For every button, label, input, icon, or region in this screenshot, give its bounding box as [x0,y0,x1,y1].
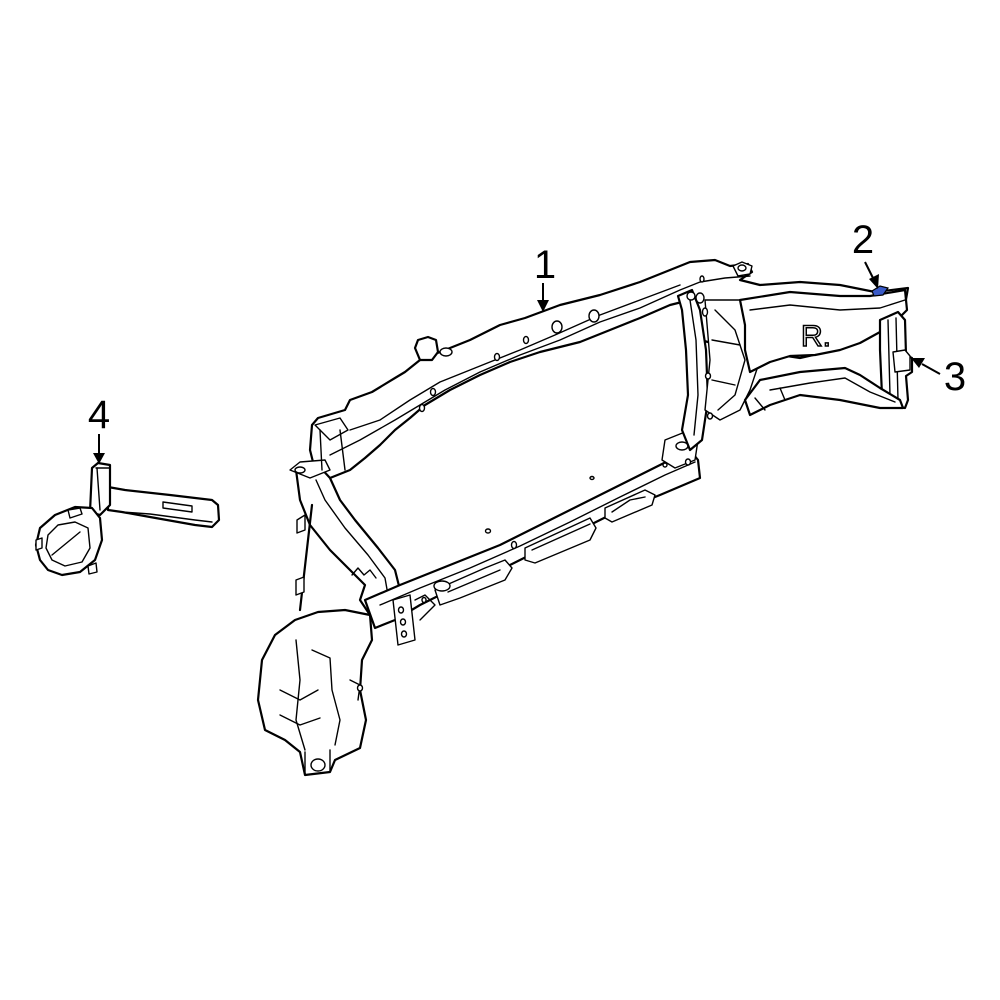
callout-2-arrowhead [869,274,879,289]
callout-1: 1 [534,243,556,312]
callout-3-arrow-line [921,363,941,375]
callout-1-arrowhead [537,300,549,312]
callout-4: 4 [88,393,110,464]
part-4-sensor-bracket[interactable] [34,461,221,577]
callout-3: 3 [911,355,966,399]
callout-number-4: 4 [88,393,110,437]
callout-2-arrow-line [864,261,875,281]
callout-4-arrowhead [93,453,105,464]
part-2-clip[interactable] [871,285,890,297]
callout-2: 2 [852,218,879,289]
callout-number-3: 3 [944,355,966,399]
callout-number-2: 2 [852,218,874,262]
part-1-radiator-support[interactable]: R. [256,258,914,777]
callout-3-arrowhead [911,358,925,368]
side-marking-r: R. [801,320,831,353]
callout-number-1: 1 [534,243,556,287]
